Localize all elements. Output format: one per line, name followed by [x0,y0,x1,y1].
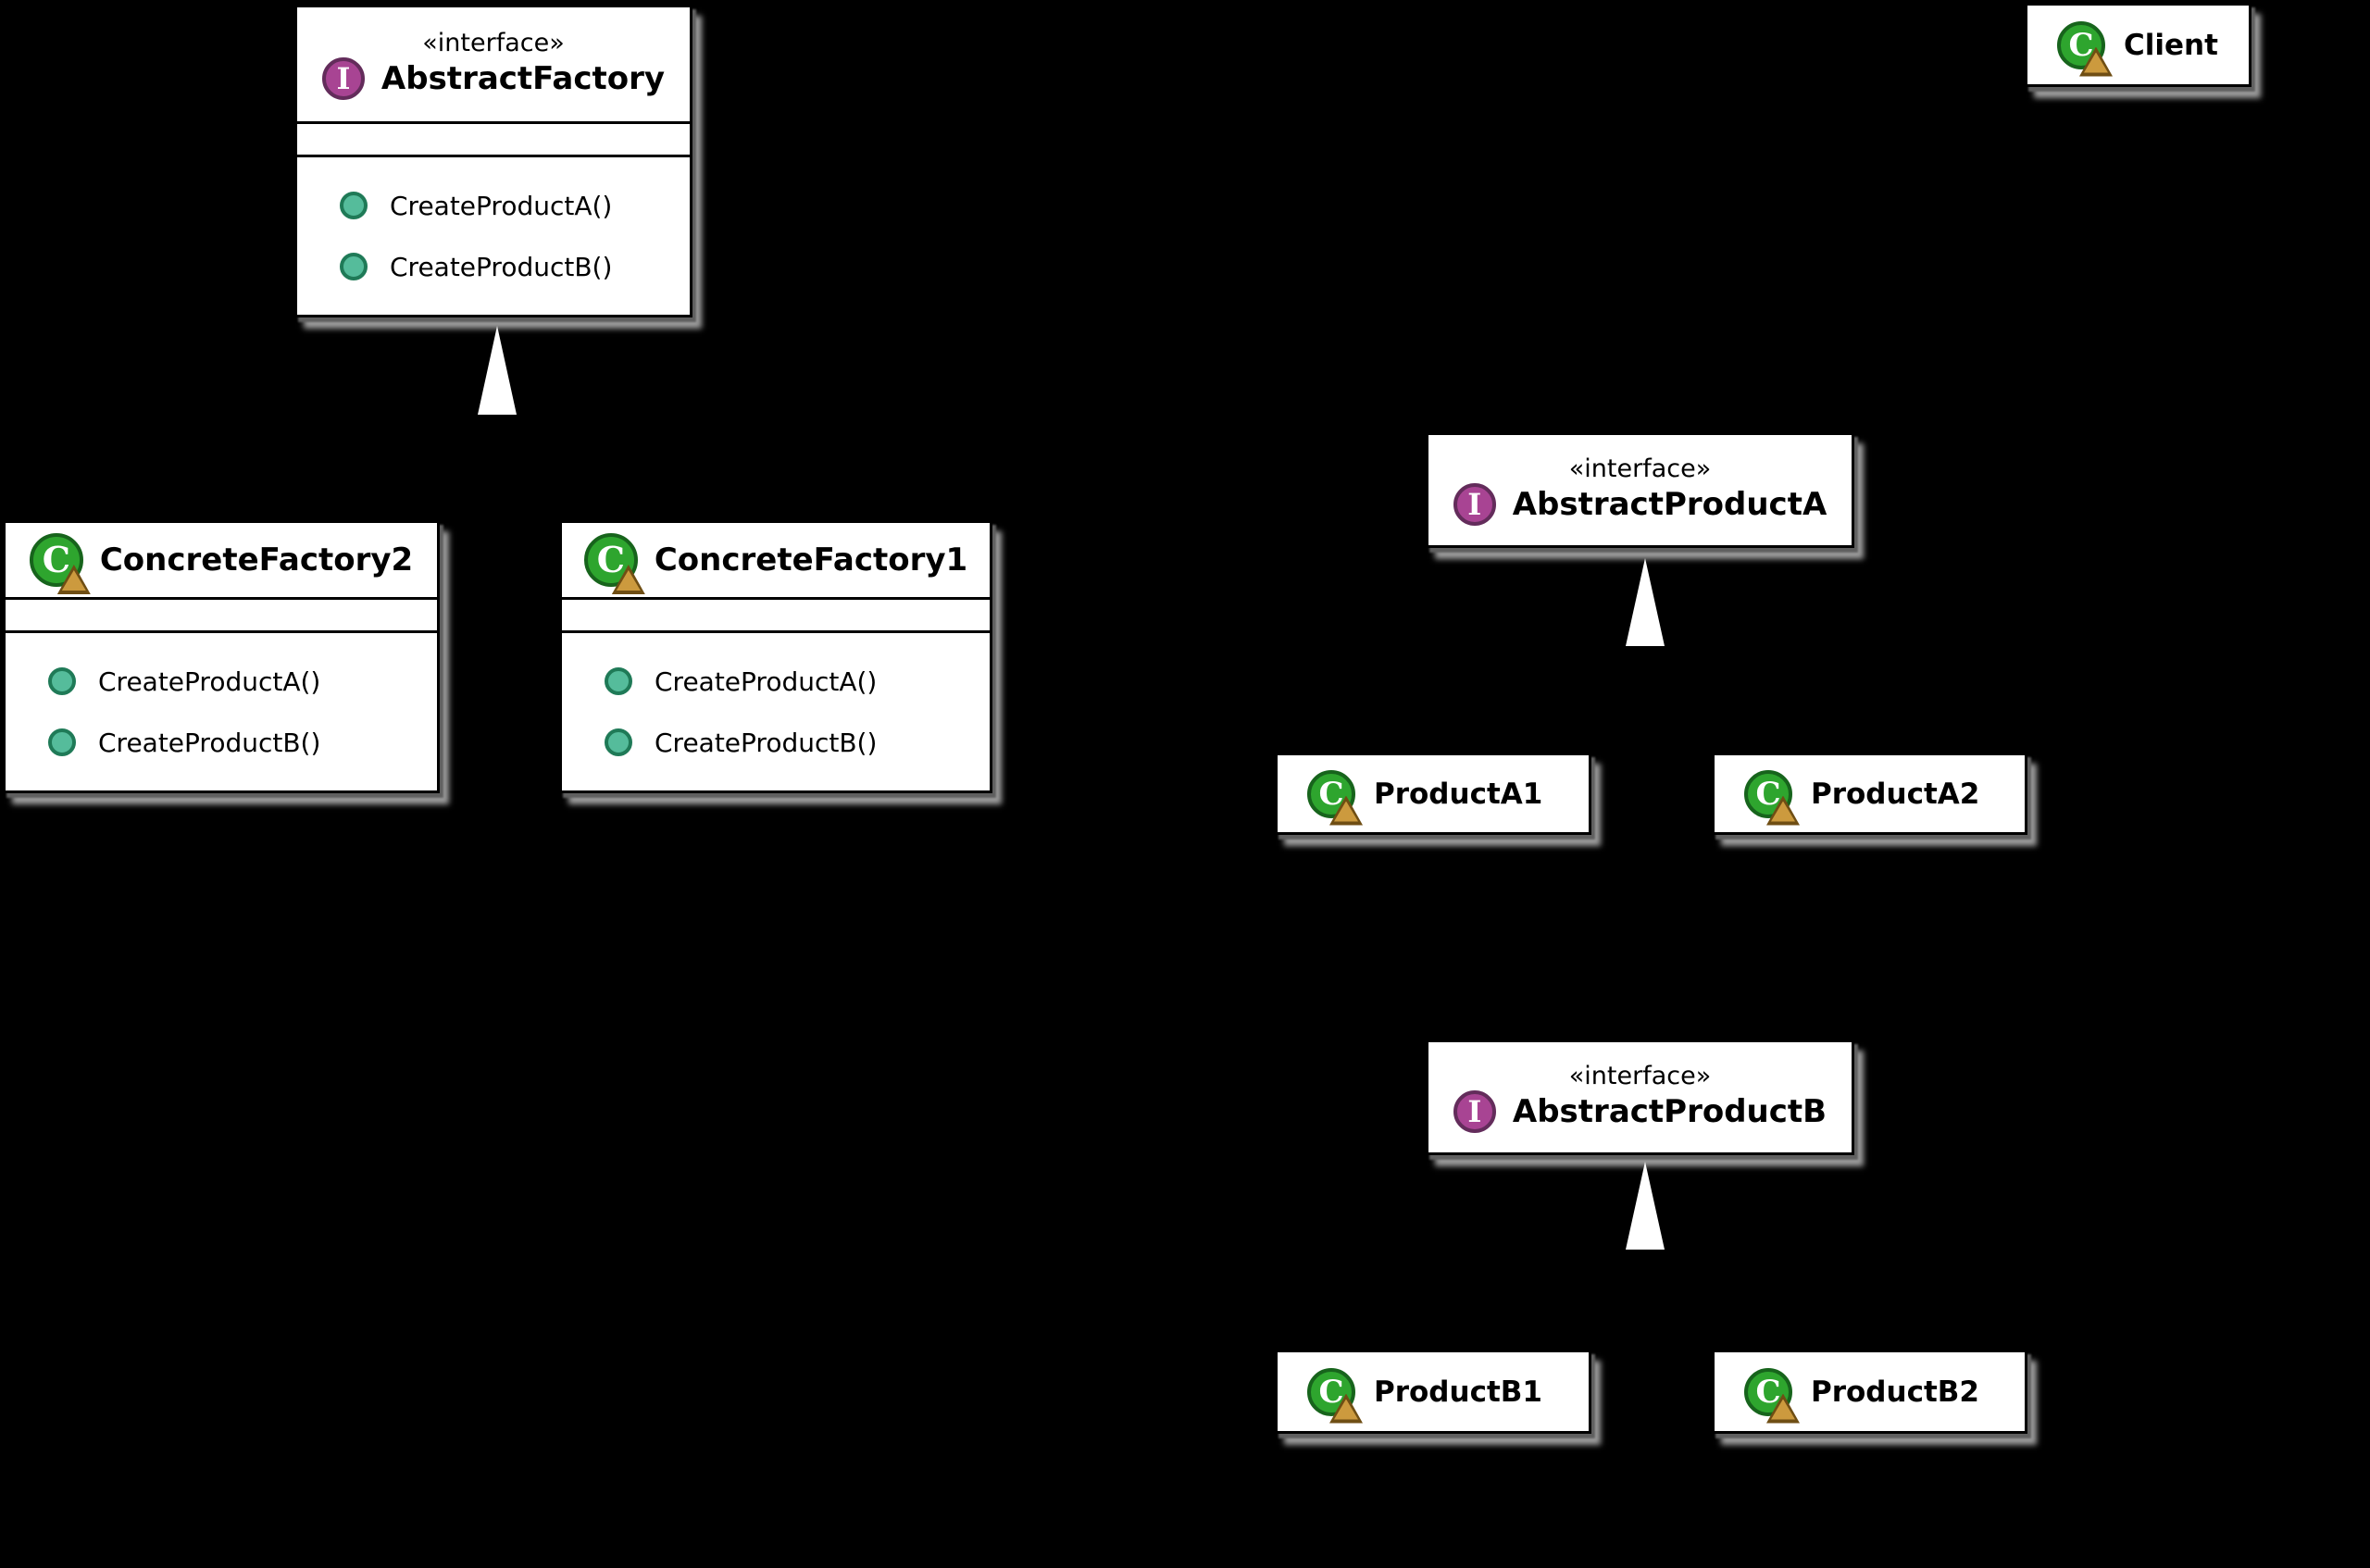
class-box-product-b1: C ProductB1 [1275,1350,1591,1434]
class-name: ProductB2 [1811,1375,1979,1409]
stereotype-label: «interface» [1568,1062,1712,1090]
class-name: Client [2124,28,2218,62]
class-icon-letter: C [1307,1367,1355,1416]
class-icon-letter: C [1744,1367,1792,1416]
class-name: ConcreteFactory2 [99,541,414,579]
fields-compartment-empty [6,597,437,633]
public-method-icon [605,728,632,756]
class-box-product-a2: C ProductA2 [1712,753,2027,835]
public-method-icon [340,192,368,219]
class-box-abstract-product-b: «interface» I AbstractProductB [1426,1039,1854,1155]
class-box-product-a1: C ProductA1 [1275,753,1591,835]
interface-icon: I [321,57,365,100]
method-label: CreateProductB() [98,727,321,758]
methods-compartment: CreateProductA() CreateProductB() [297,157,690,315]
class-box-abstract-factory: «interface» I AbstractFactory CreateProd… [294,5,692,317]
generalization-arrowhead-abstract-product-b [1626,1162,1665,1250]
method-row: CreateProductB() [562,718,990,766]
method-row: CreateProductB() [6,718,437,766]
class-name: AbstractProductB [1512,1093,1827,1130]
public-method-icon [340,253,368,280]
generalization-arrowhead-abstract-factory [478,326,517,415]
methods-compartment: CreateProductA() CreateProductB() [562,633,990,790]
class-box-product-b2: C ProductB2 [1712,1350,2027,1434]
method-label: CreateProductA() [98,666,321,697]
class-name: ProductB1 [1374,1375,1542,1409]
stereotype-label: «interface» [422,29,565,57]
method-row: CreateProductB() [297,243,690,291]
class-name: ProductA1 [1374,777,1543,811]
public-method-icon [48,728,76,756]
class-icon: C [2057,20,2113,77]
class-icon: C [1744,769,1800,826]
stereotype-label: «interface» [1568,454,1712,483]
class-title-compartment: C ConcreteFactory1 [562,523,990,597]
class-box-client: C Client [2025,3,2252,87]
fields-compartment-empty [562,597,990,633]
method-label: CreateProductA() [655,666,878,697]
interface-icon: I [1453,1090,1496,1133]
interface-icon: I [1453,483,1496,526]
class-name: AbstractFactory [380,60,666,97]
generalization-arrowhead-abstract-product-a [1626,558,1665,646]
class-icon: C [1307,1367,1363,1424]
class-name: AbstractProductA [1512,486,1827,523]
class-icon: C [1307,769,1363,826]
class-name: ConcreteFactory1 [654,541,968,579]
method-row: CreateProductA() [297,181,690,230]
method-label: CreateProductA() [390,190,613,221]
class-icon: C [1744,1367,1800,1424]
class-title-compartment: C ConcreteFactory2 [6,523,437,597]
class-title-compartment: «interface» I AbstractFactory [297,7,690,121]
public-method-icon [48,667,76,695]
method-label: CreateProductB() [655,727,878,758]
method-row: CreateProductA() [6,657,437,705]
method-label: CreateProductB() [390,251,613,282]
class-box-concrete-factory2: C ConcreteFactory2 CreateProductA() Crea… [3,520,440,793]
method-row: CreateProductA() [562,657,990,705]
public-method-icon [605,667,632,695]
class-icon: C [29,533,91,594]
class-icon: C [583,533,645,594]
class-box-abstract-product-a: «interface» I AbstractProductA [1426,432,1854,548]
class-icon-letter: C [2057,20,2105,69]
fields-compartment-empty [297,121,690,157]
class-name: ProductA2 [1811,777,1980,811]
class-box-concrete-factory1: C ConcreteFactory1 CreateProductA() Crea… [559,520,992,793]
methods-compartment: CreateProductA() CreateProductB() [6,633,437,790]
